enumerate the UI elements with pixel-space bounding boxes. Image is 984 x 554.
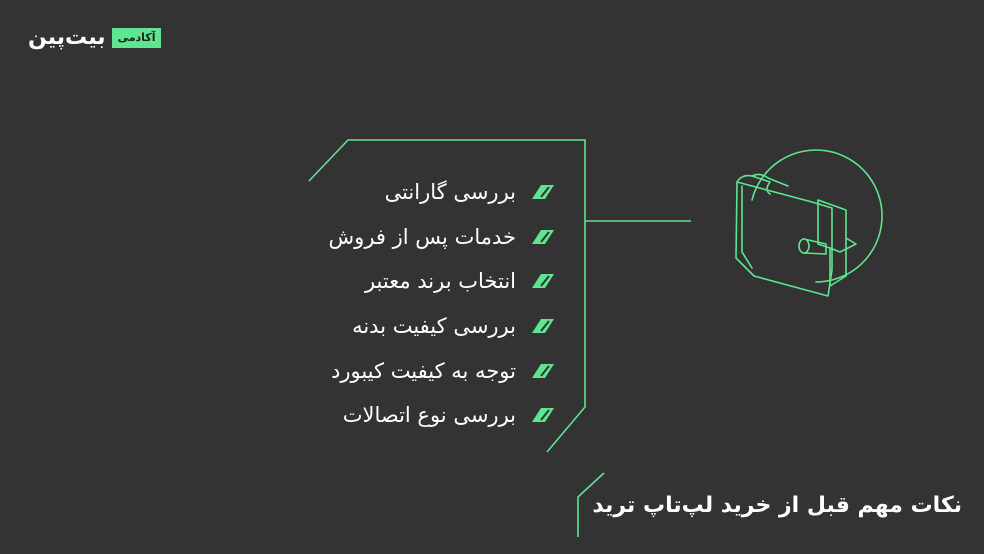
page-title: نکات مهم قبل از خرید لپ‌تاپ ترید bbox=[592, 493, 962, 518]
parallelogram-bullet-icon bbox=[532, 408, 554, 423]
brand-logo[interactable]: بیت‌پین آکادمی bbox=[28, 24, 162, 52]
list-item: بررسی نوع اتصالات bbox=[254, 393, 554, 438]
list-item-label: بررسی گارانتی bbox=[384, 180, 516, 205]
parallelogram-bullet-icon bbox=[532, 274, 554, 289]
parallelogram-bullet-icon bbox=[532, 319, 554, 334]
list-item: توجه به کیفیت کیبورد bbox=[254, 348, 554, 393]
parallelogram-bullet-icon bbox=[532, 229, 554, 244]
checklist: بررسی گارانتی خدمات پس از فروش انتخاب بر… bbox=[254, 170, 554, 438]
wallet-icon bbox=[735, 149, 883, 297]
brand-wordmark: بیت‌پین bbox=[28, 25, 106, 50]
parallelogram-bullet-icon bbox=[532, 363, 554, 378]
list-item: انتخاب برند معتبر bbox=[254, 259, 554, 304]
list-item-label: انتخاب برند معتبر bbox=[364, 269, 516, 294]
list-item-label: بررسی کیفیت بدنه bbox=[352, 314, 516, 339]
academy-badge: آکادمی bbox=[111, 28, 162, 48]
list-item-label: بررسی نوع اتصالات bbox=[342, 403, 516, 428]
list-item-label: توجه به کیفیت کیبورد bbox=[331, 358, 516, 383]
list-frame-top-line bbox=[308, 139, 586, 453]
title-accent-line bbox=[577, 472, 605, 537]
parallelogram-bullet-icon bbox=[532, 185, 554, 200]
list-item: بررسی گارانتی bbox=[254, 170, 554, 215]
list-item-label: خدمات پس از فروش bbox=[328, 224, 516, 249]
list-item: خدمات پس از فروش bbox=[254, 215, 554, 260]
list-item: بررسی کیفیت بدنه bbox=[254, 304, 554, 349]
